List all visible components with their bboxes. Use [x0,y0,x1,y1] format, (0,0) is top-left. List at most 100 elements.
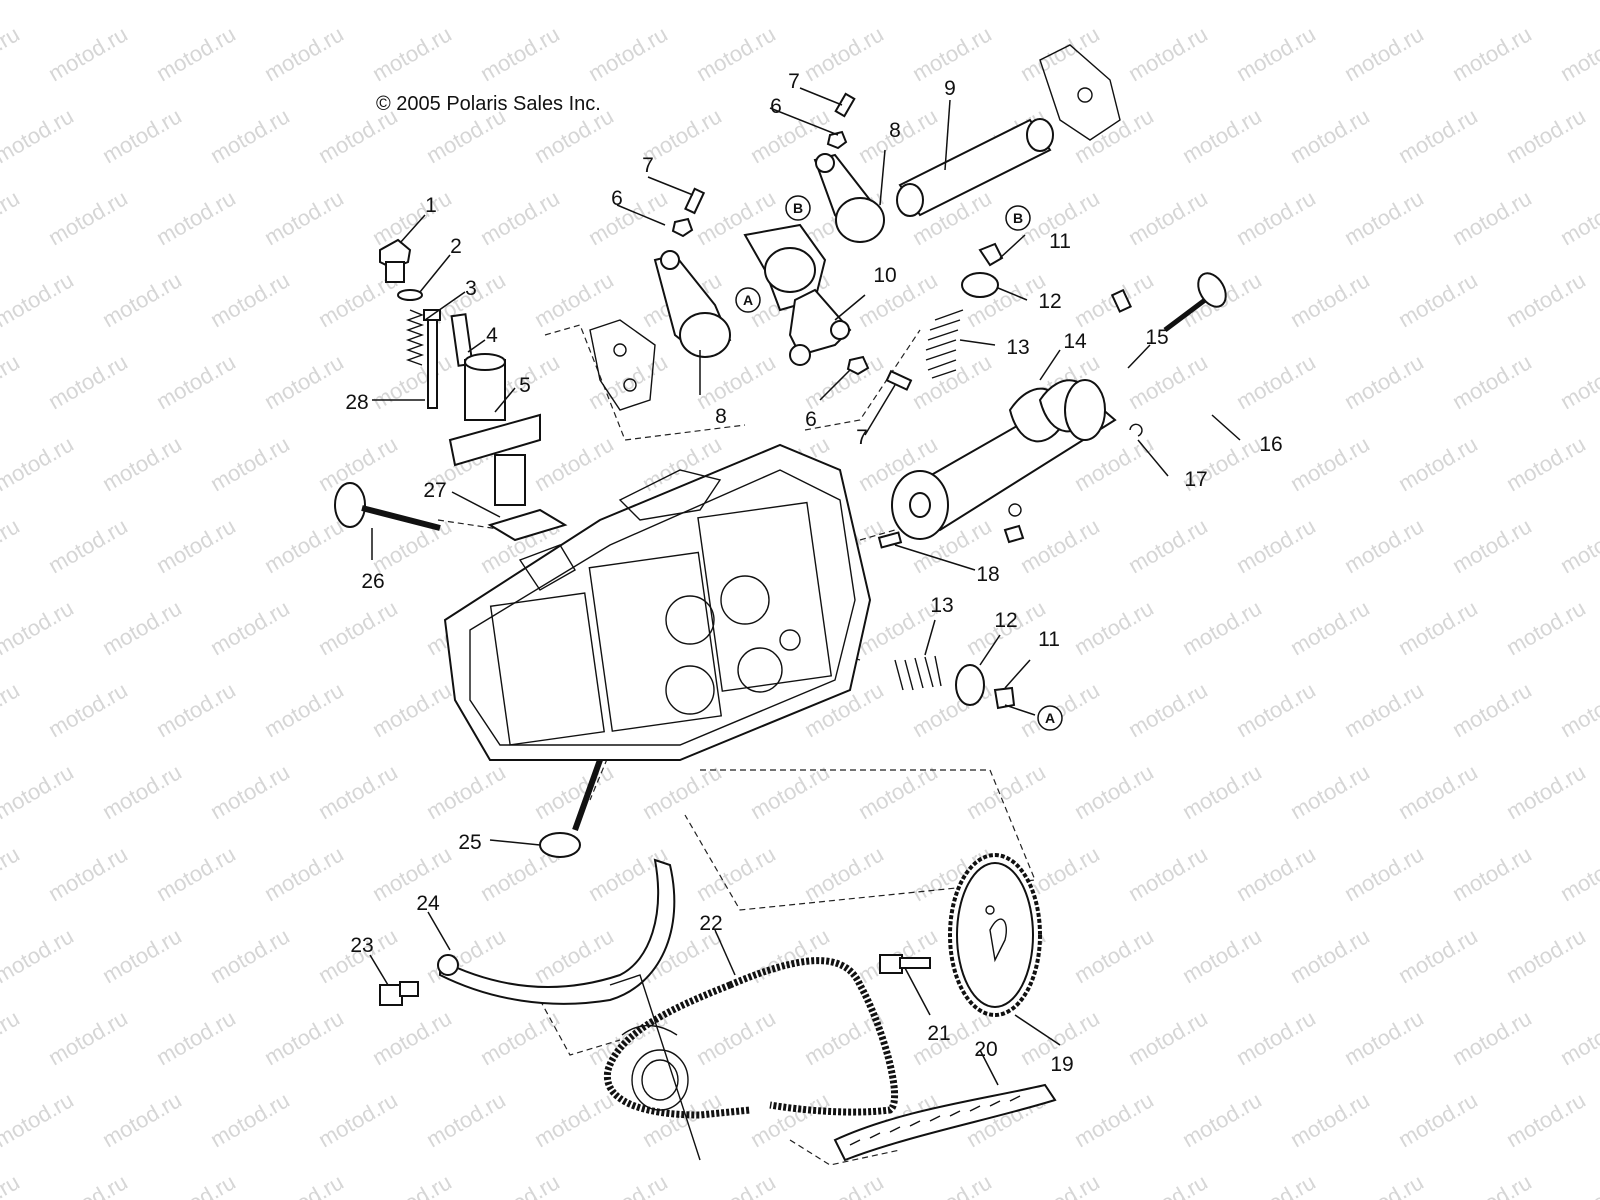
watermark-text: motod.ru [1502,431,1590,496]
watermark-text: motod.ru [854,267,942,332]
svg-text:A: A [1045,710,1055,726]
callout-2: 2 [450,235,462,258]
callout-27: 27 [423,479,446,502]
part-tensioner-body [448,353,541,506]
watermark-text: motod.ru [1556,349,1600,414]
watermark-text: motod.ru [1448,513,1536,578]
watermark-text: motod.ru [1340,841,1428,906]
callout-6-lower: 6 [805,408,817,431]
watermark-text: motod.ru [908,349,996,414]
watermark-text: motod.ru [1286,103,1374,168]
watermark-text: motod.ru [44,677,132,742]
part-tensioner-spring [405,309,425,366]
callout-23: 23 [350,934,373,957]
part-cam-sprocket [948,853,1042,1017]
watermark-text: motod.ru [314,759,402,824]
watermark-text: motod.ru [1070,0,1158,4]
callout-12-lower: 12 [994,609,1017,632]
watermark-text: motod.ru [1286,1087,1374,1152]
watermark-text: motod.ru [908,1169,996,1200]
watermark-text: motod.ru [206,103,294,168]
watermark-text: motod.ru [0,267,78,332]
part-rocker-shaft [896,118,1054,217]
watermark-text: motod.ru [584,185,672,250]
part-timing-chain [603,957,898,1161]
callout-11-lower: 11 [1038,628,1060,651]
watermark-text: motod.ru [0,349,24,414]
watermark-text: motod.ru [1124,21,1212,86]
watermark-text: motod.ru [1070,759,1158,824]
reference-markers: A B A B [735,195,1063,731]
watermark-text: motod.ru [0,677,24,742]
watermark-text: motod.ru [1502,0,1590,4]
watermark-text: motod.ru [1394,103,1482,168]
watermark-text: motod.ru [0,185,24,250]
part-tensioner-gasket [487,508,568,542]
watermark-text: motod.ru [206,595,294,660]
watermark-text: motod.ru [152,1169,240,1200]
watermark-text: motod.ru [1448,21,1536,86]
part-valve-keepers-lower [993,686,1016,710]
watermark-text: motod.ru [1448,841,1536,906]
callout-14: 14 [1063,330,1087,353]
watermark-text: motod.ru [1340,677,1428,742]
part-rocker-arm-center [788,288,852,366]
copyright-text: © 2005 Polaris Sales Inc. [376,93,601,115]
watermark-text: motod.ru [1448,1005,1536,1070]
watermark-text: motod.ru [1070,923,1158,988]
watermark-text: motod.ru [260,349,348,414]
part-cam-dowel [1110,288,1132,313]
watermark-text: motod.ru [44,841,132,906]
watermark-text: motod.ru [854,0,942,4]
part-intake-valve [334,482,441,531]
watermark-text: motod.ru [422,1087,510,1152]
watermark-text: motod.ru [1340,1169,1428,1200]
watermark-text: motod.ru [1340,1005,1428,1070]
watermark-text: motod.ru [1448,1169,1536,1200]
watermark-text: motod.ru [1016,21,1104,86]
svg-text:B: B [1013,210,1023,226]
callout-25: 25 [458,831,481,854]
watermark-text: motod.ru [1286,0,1374,4]
watermark-text: motod.ru [638,0,726,4]
leader-lines [369,87,1241,1086]
watermark-text: motod.ru [1178,923,1266,988]
callout-12: 12 [1038,290,1061,313]
callout-19: 19 [1050,1053,1073,1076]
callout-8-lower: 8 [715,405,727,428]
watermark-text: motod.ru [1232,21,1320,86]
part-sprocket-bolt [879,954,931,974]
watermark-text: motod.ru [1178,103,1266,168]
cylinder-head [443,443,872,761]
watermark-text: motod.ru [1016,677,1104,742]
watermark-text: motod.ru [1124,841,1212,906]
watermark-text: motod.ru [44,1169,132,1200]
watermark-text: motod.ru [368,1169,456,1200]
watermark-text: motod.ru [0,431,78,496]
watermark-text: motod.ru [530,0,618,4]
watermark-text: motod.ru [422,759,510,824]
watermark-text: motod.ru [314,595,402,660]
watermark-text: motod.ru [0,923,78,988]
callout-20: 20 [974,1038,997,1061]
callout-7: 7 [642,154,654,177]
watermark-text: motod.ru [1016,1169,1104,1200]
callout-11: 11 [1049,230,1071,253]
watermark-text: motod.ru [1502,267,1590,332]
watermark-text: motod.ru [206,431,294,496]
watermark-text: motod.ru [1286,267,1374,332]
watermark-text: motod.ru [1556,1005,1600,1070]
callout-1: 1 [425,194,437,217]
part-breather-shaft [1163,272,1227,332]
svg-text:A: A [743,292,753,308]
watermark-text: motod.ru [638,759,726,824]
watermark-text: motod.ru [1448,185,1536,250]
callout-7-upper: 7 [788,70,800,93]
watermark-text: motod.ru [692,841,780,906]
watermark-text: motod.ru [368,1005,456,1070]
watermark-text: motod.ru [1556,513,1600,578]
watermark-text: motod.ru [1502,595,1590,660]
watermark-text: motod.ru [98,759,186,824]
watermark-text: motod.ru [0,759,78,824]
part-valve-spring-upper [925,309,964,379]
